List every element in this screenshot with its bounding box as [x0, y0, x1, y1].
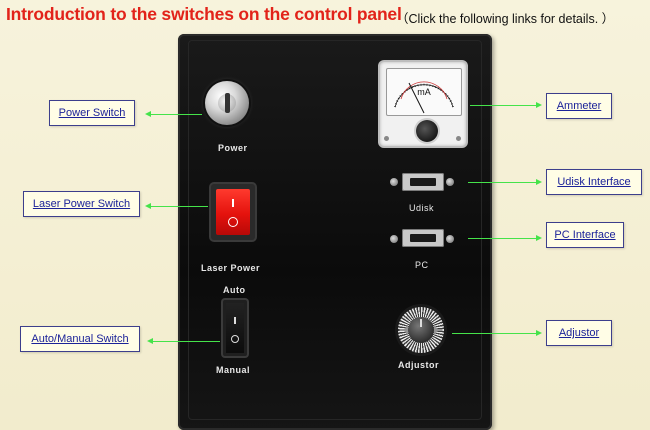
adjustor-knob — [408, 317, 434, 343]
on-symbol — [232, 199, 234, 207]
auto-label: Auto — [223, 285, 246, 295]
laser-power-connector — [150, 206, 208, 207]
udisk-port-slot — [410, 178, 436, 186]
ammeter-screw — [384, 136, 389, 141]
ammeter-scale-icon: mA — [394, 81, 454, 114]
arrow-right-icon — [536, 179, 542, 185]
off-symbol — [231, 335, 239, 343]
adjustor-dial — [398, 307, 444, 353]
power-switch-link[interactable]: Power Switch — [49, 100, 135, 126]
adjustor-connector — [452, 333, 536, 334]
power-switch-connector — [150, 114, 202, 115]
ammeter-zero-knob — [416, 120, 438, 142]
laser-power-switch-link-text[interactable]: Laser Power Switch — [32, 198, 131, 210]
pc-label: PC — [415, 260, 429, 270]
power-switch-link-text[interactable]: Power Switch — [58, 107, 126, 119]
ammeter-link-text[interactable]: Ammeter — [556, 100, 602, 112]
ammeter-gauge: mA — [380, 62, 466, 146]
udisk-screw-right — [446, 178, 454, 186]
auto-manual-rocker — [223, 300, 247, 356]
arrow-left-icon — [147, 338, 153, 344]
udisk-label: Udisk — [409, 203, 435, 213]
arrow-right-icon — [536, 330, 542, 336]
laser-power-rocker-face — [216, 189, 250, 235]
pc-port-slot — [410, 234, 436, 242]
ammeter-connector — [470, 105, 536, 106]
auto-manual-switch-link[interactable]: Auto/Manual Switch — [20, 326, 140, 352]
off-symbol — [228, 217, 238, 227]
arrow-right-icon — [536, 235, 542, 241]
arrow-right-icon — [536, 102, 542, 108]
arrow-left-icon — [145, 203, 151, 209]
page-title: Introduction to the switches on the cont… — [6, 4, 402, 24]
page-subtitle: （Click the following links for details. … — [396, 12, 615, 26]
adjustor-link[interactable]: Adjustor — [546, 320, 612, 346]
udisk-connector — [468, 182, 536, 183]
pc-interface-link[interactable]: PC Interface — [546, 222, 624, 248]
key-slot — [225, 93, 230, 113]
pc-port — [402, 229, 444, 247]
on-symbol — [234, 317, 236, 324]
ammeter-link[interactable]: Ammeter — [546, 93, 612, 119]
pc-screw-left — [390, 235, 398, 243]
laser-power-switch-link[interactable]: Laser Power Switch — [23, 191, 140, 217]
adjustor-indicator — [420, 319, 422, 327]
udisk-interface-link-text[interactable]: Udisk Interface — [557, 176, 631, 188]
power-key-switch — [205, 81, 249, 125]
adjustor-label: Adjustor — [398, 360, 439, 370]
ammeter-unit-label: mA — [417, 87, 431, 97]
power-label: Power — [218, 143, 248, 153]
pc-connector — [468, 238, 536, 239]
udisk-port — [402, 173, 444, 191]
panel-border — [188, 40, 482, 420]
pc-interface-link-text[interactable]: PC Interface — [554, 229, 616, 241]
laser-power-rocker — [211, 184, 255, 240]
ammeter-dial: mA — [386, 68, 462, 116]
pc-screw-right — [446, 235, 454, 243]
adjustor-link-text[interactable]: Adjustor — [558, 327, 600, 339]
ammeter-screw — [456, 136, 461, 141]
udisk-interface-link[interactable]: Udisk Interface — [546, 169, 642, 195]
manual-label: Manual — [216, 365, 251, 375]
auto-manual-rocker-face — [226, 303, 244, 353]
udisk-screw-left — [390, 178, 398, 186]
laser-power-label: Laser Power — [201, 263, 261, 273]
auto-manual-switch-link-text[interactable]: Auto/Manual Switch — [31, 333, 129, 345]
arrow-left-icon — [145, 111, 151, 117]
auto-manual-connector — [152, 341, 220, 342]
